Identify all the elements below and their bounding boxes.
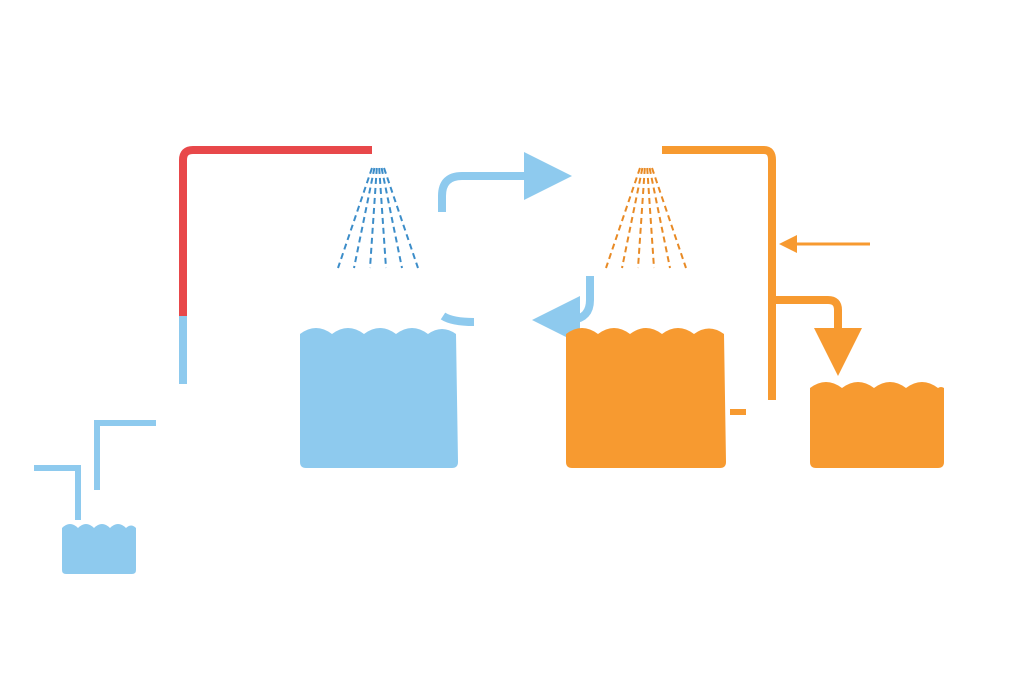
return-arrow-right [532, 276, 594, 344]
spray-nozzle-1 [337, 167, 419, 269]
small-tank-body [62, 524, 136, 574]
drop-arrow [776, 296, 862, 376]
spray-2-jets [605, 167, 687, 269]
return-arrow-left [440, 312, 475, 326]
heated-line [179, 146, 372, 316]
tank-1-body [300, 328, 458, 468]
recirculation-top [662, 146, 776, 400]
tank-3 [810, 382, 944, 468]
spray-jet-line [651, 167, 687, 269]
tank-3-body [810, 382, 944, 468]
spray-jet-line [369, 167, 378, 269]
spray-1-jets [337, 167, 419, 269]
spray-jet-line [383, 167, 419, 269]
spray-jet-line [621, 167, 644, 269]
riser-pipe [179, 146, 372, 384]
small-tank [62, 524, 136, 574]
feed-line-right [94, 420, 156, 490]
tank-1 [300, 328, 458, 468]
spray-nozzle-2 [605, 167, 687, 269]
spray-jet-line [646, 167, 655, 269]
spray-jet-line [605, 167, 641, 269]
feed-line [34, 420, 156, 520]
spray-jet-line [337, 167, 373, 269]
tank-2 [566, 328, 726, 468]
spray-jet-line [353, 167, 376, 269]
spray-jet-line [378, 167, 387, 269]
spray-jet-line [648, 167, 671, 269]
spray-jet-line [637, 167, 646, 269]
tank-2-body [566, 328, 726, 468]
recirculation-line [662, 146, 870, 400]
spray-jet-line [380, 167, 403, 269]
transfer-arrow [438, 152, 572, 212]
feed-line-left [34, 465, 81, 520]
